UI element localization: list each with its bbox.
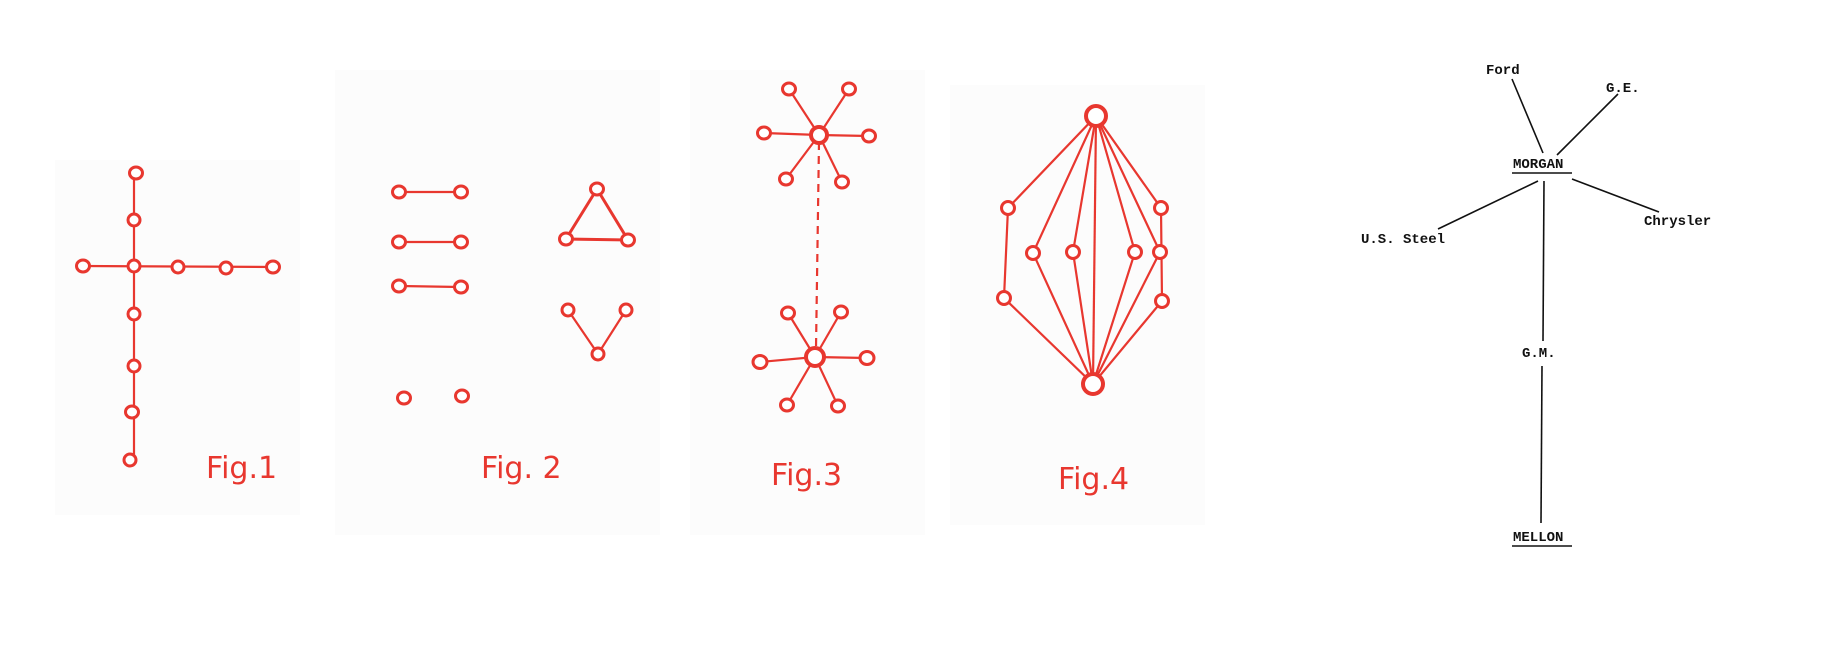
fig2-node <box>453 279 469 295</box>
fig4-source-node <box>1084 104 1108 128</box>
ge-label: G.E. <box>1606 81 1640 97</box>
chrysler-label: Chrysler <box>1644 214 1711 230</box>
fig2-label: Fig. 2 <box>481 451 562 486</box>
fig3-node <box>778 171 794 187</box>
fig4-node <box>1154 293 1170 309</box>
fig3-hub-node <box>809 125 829 145</box>
fig3-panel <box>690 70 925 535</box>
fig4-graph <box>996 104 1170 396</box>
fig3-label: Fig.3 <box>771 458 842 493</box>
fig1-graph <box>75 165 281 468</box>
fig2-edge <box>399 284 461 289</box>
fig2-node <box>391 184 407 200</box>
edge-ussteel-morgan <box>1437 180 1539 230</box>
mellon-label: MELLON <box>1513 530 1563 546</box>
fig2-graph <box>391 181 636 406</box>
edge-ge-morgan <box>1556 93 1619 156</box>
fig1-node <box>126 358 142 374</box>
fig1-node <box>170 259 186 275</box>
fig4-label: Fig.4 <box>1058 462 1129 497</box>
fig2-node <box>560 302 576 318</box>
edge-ford-morgan <box>1511 78 1544 154</box>
fig2-node <box>453 184 469 200</box>
fig4-node <box>1127 244 1143 260</box>
fig1-panel <box>55 160 300 515</box>
ford-label: Ford <box>1486 63 1520 79</box>
fig2-node <box>391 234 407 250</box>
edge-gm-mellon <box>1540 365 1543 524</box>
fig4-node <box>1065 244 1081 260</box>
fig3-node <box>780 305 796 321</box>
fig3-node <box>841 81 857 97</box>
fig2-isolated-node <box>454 388 470 404</box>
fig4-node <box>1000 200 1016 216</box>
fig3-node <box>833 304 849 320</box>
corporate-network <box>1437 78 1660 524</box>
fig1-center-node <box>126 258 142 274</box>
fig4-sink-node <box>1081 372 1105 396</box>
us-steel-label: U.S. Steel <box>1361 232 1445 248</box>
fig1-node <box>122 452 138 468</box>
fig2-node <box>590 346 606 362</box>
fig1-node <box>75 258 91 274</box>
fig1-node <box>128 165 144 181</box>
fig3-node <box>834 174 850 190</box>
fig1-node <box>218 260 234 276</box>
fig4-node <box>1153 200 1169 216</box>
fig4-node <box>1152 244 1168 260</box>
fig2-node <box>589 181 605 197</box>
fig1-node <box>265 259 281 275</box>
fig3-node <box>830 398 846 414</box>
fig3-node <box>858 350 876 366</box>
fig3-node <box>751 354 769 370</box>
fig3-node <box>756 125 772 141</box>
gm-label: G.M. <box>1522 346 1556 362</box>
fig3-hub-node <box>804 346 826 368</box>
fig2-node <box>620 232 636 248</box>
fig2-node <box>453 234 469 250</box>
fig4-direct-edge <box>1091 115 1098 385</box>
fig3-node <box>781 81 797 97</box>
fig2-isolated-node <box>396 390 412 406</box>
fig2-triangle <box>563 186 631 242</box>
fig1-node <box>124 404 140 420</box>
fig4-node <box>996 290 1012 306</box>
fig3-node <box>861 128 877 144</box>
fig3-dashed-edge <box>814 141 821 349</box>
fig2-node <box>618 302 634 318</box>
fig2-node <box>558 231 574 247</box>
fig2-node <box>391 278 407 294</box>
fig2-panel <box>335 70 660 535</box>
fig1-node <box>126 306 142 322</box>
morgan-label: MORGAN <box>1513 157 1563 173</box>
fig3-graph <box>751 81 877 414</box>
fig1-label: Fig.1 <box>206 451 277 486</box>
edge-morgan-gm <box>1542 180 1545 342</box>
edge-morgan-chrysler <box>1571 178 1660 213</box>
fig3-node <box>779 397 795 413</box>
fig4-path <box>1002 115 1097 385</box>
fig1-node <box>126 212 142 228</box>
fig4-node <box>1025 245 1041 261</box>
